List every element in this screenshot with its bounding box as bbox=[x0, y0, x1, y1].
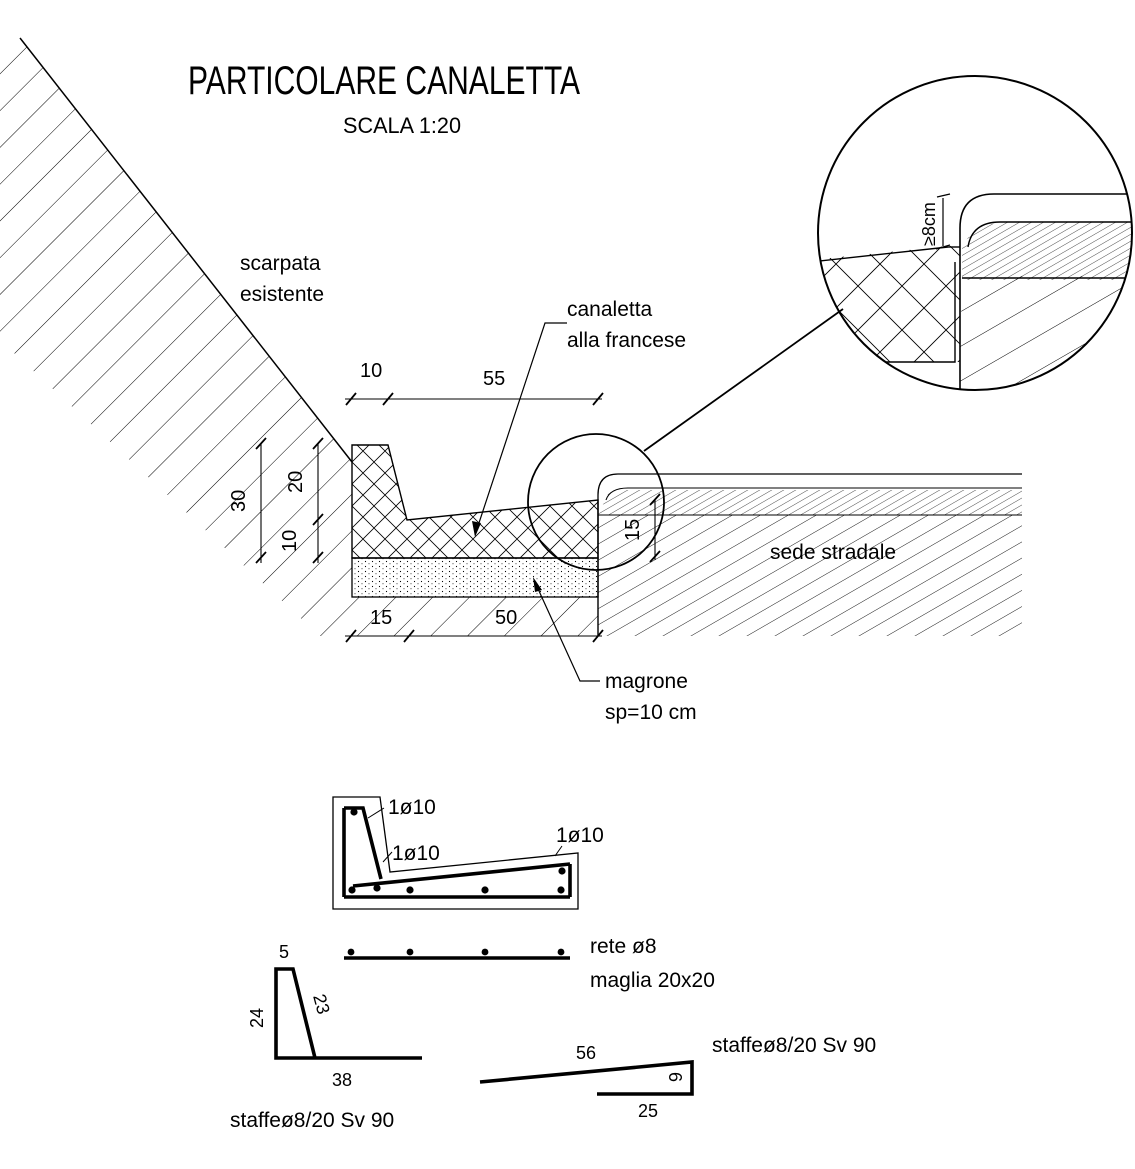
stirrup-a-base-dim: 38 bbox=[332, 1070, 352, 1090]
magrone-leader bbox=[533, 577, 600, 682]
canaletta-leader bbox=[472, 322, 567, 537]
label-scarpata: scarpata bbox=[240, 252, 321, 275]
stirrup-a-height-dim: 24 bbox=[247, 1008, 267, 1028]
detail-min-thickness-label: ≥8cm bbox=[919, 202, 939, 246]
drawing-scale: SCALA 1:20 bbox=[343, 113, 461, 138]
mesh-spacing-label: maglia 20x20 bbox=[590, 969, 715, 992]
dimension-bottom bbox=[345, 629, 604, 643]
dimension-top bbox=[345, 392, 604, 406]
label-alla-francese: alla francese bbox=[567, 329, 686, 352]
dim-bottom-15: 15 bbox=[370, 607, 392, 629]
concrete-channel bbox=[351, 444, 599, 559]
dim-left-30: 30 bbox=[228, 490, 250, 512]
existing-slope bbox=[0, 37, 598, 636]
label-canaletta: canaletta bbox=[567, 298, 653, 321]
road-section bbox=[597, 473, 1022, 636]
drawing-title: PARTICOLARE CANALETTA bbox=[188, 59, 580, 103]
dim-right-15: 15 bbox=[622, 519, 644, 541]
lean-concrete-layer bbox=[351, 557, 599, 598]
stirrup-b-label: staffeø8/20 Sv 90 bbox=[712, 1034, 876, 1057]
mesh-label: rete ø8 bbox=[590, 935, 657, 958]
label-magrone-thickness: sp=10 cm bbox=[605, 701, 697, 724]
bar-label-1: 1ø10 bbox=[388, 796, 436, 819]
label-magrone: magrone bbox=[605, 670, 688, 693]
bar-label-2: 1ø10 bbox=[392, 842, 440, 865]
stirrup-b-length-dim: 56 bbox=[576, 1043, 596, 1063]
stirrup-a-shape bbox=[274, 967, 422, 1060]
dim-top-55: 55 bbox=[483, 368, 505, 390]
label-sede-stradale: sede stradale bbox=[770, 541, 896, 564]
dim-bottom-50: 50 bbox=[495, 607, 517, 629]
stirrup-a-diag-dim: 23 bbox=[309, 992, 334, 1017]
dim-left-10: 10 bbox=[279, 530, 301, 552]
dimension-right bbox=[649, 493, 661, 563]
enlarged-detail: ≥8cm bbox=[817, 75, 1133, 391]
stirrup-b-shape bbox=[479, 1060, 694, 1096]
detail-callout-circle bbox=[527, 433, 665, 571]
label-esistente: esistente bbox=[240, 283, 324, 306]
bar-label-3: 1ø10 bbox=[556, 824, 604, 847]
stirrup-b-base-dim: 25 bbox=[638, 1101, 658, 1121]
mesh-bar bbox=[344, 948, 570, 960]
dimension-left bbox=[255, 437, 324, 564]
reinforcement-section bbox=[332, 796, 579, 910]
stirrup-a-label: staffeø8/20 Sv 90 bbox=[230, 1109, 394, 1132]
dim-left-20: 20 bbox=[285, 471, 307, 493]
dim-top-10: 10 bbox=[360, 360, 382, 382]
stirrup-a-top-dim: 5 bbox=[279, 942, 289, 962]
detail-leader-line bbox=[643, 308, 844, 452]
stirrup-b-height-dim: 6 bbox=[665, 1072, 685, 1082]
